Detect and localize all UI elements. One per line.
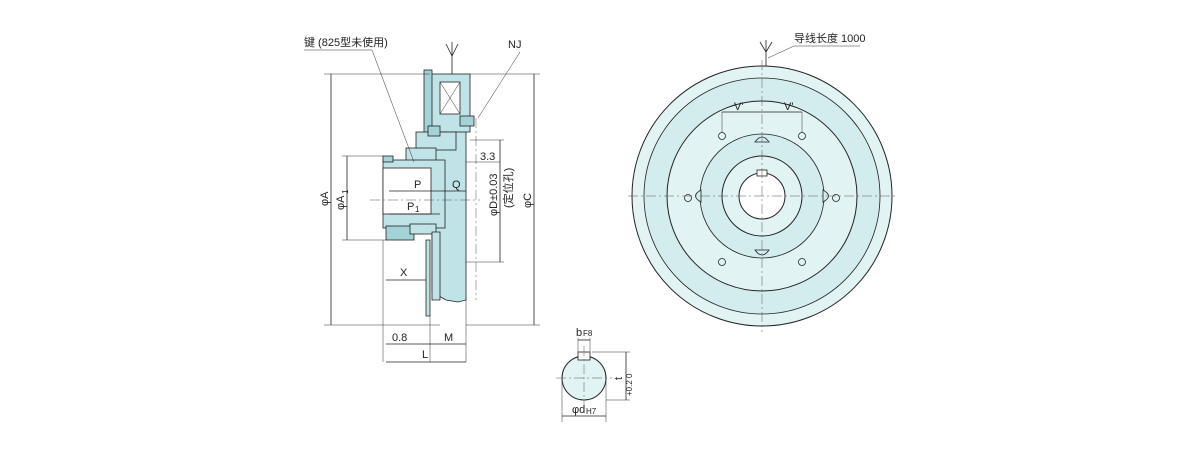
key-note-label: 键 (825型未使用): [304, 35, 388, 49]
dim-b: b: [576, 327, 582, 339]
dim-P1-sub: 1: [415, 205, 420, 214]
dim-L: L: [422, 349, 428, 361]
dim-V-left: V': [734, 101, 743, 113]
key-bore-detail: b F8 t +0.2 0 φd H7: [556, 327, 634, 422]
lead-wire-length: 导线长度 1000: [794, 31, 866, 45]
front-view: V' V' 导线长度 1000: [628, 31, 896, 332]
dim-phid: φd: [572, 404, 585, 416]
side-section-view: 键 (825型未使用) NJ φA φA 1 3.3 φD±0.03 (定位孔)…: [304, 35, 540, 363]
dim-t: t: [613, 377, 625, 380]
dim-phiC: φC: [522, 193, 534, 208]
dim-t-tolerance: +0.2 0: [625, 373, 634, 396]
dim-phid-sub: H7: [586, 407, 597, 416]
dim-phiA: φA: [319, 191, 331, 206]
dim-phiA1-sub: 1: [341, 189, 350, 194]
dim-P: P: [414, 179, 421, 191]
dim-X: X: [400, 267, 408, 279]
dim-phiA1: φA: [335, 195, 347, 210]
dim-0-8: 0.8: [392, 332, 407, 344]
dim-b-sub: F8: [583, 329, 593, 338]
dim-3-3: 3.3: [480, 151, 495, 163]
nj-label: NJ: [508, 39, 521, 51]
dim-M: M: [444, 332, 453, 344]
dim-P1: P: [407, 201, 414, 213]
dim-Q: Q: [452, 179, 461, 191]
dim-V-right: V': [784, 101, 793, 113]
dim-locating-hole: (定位孔): [501, 168, 515, 208]
dim-phiD: φD±0.03: [488, 173, 500, 216]
